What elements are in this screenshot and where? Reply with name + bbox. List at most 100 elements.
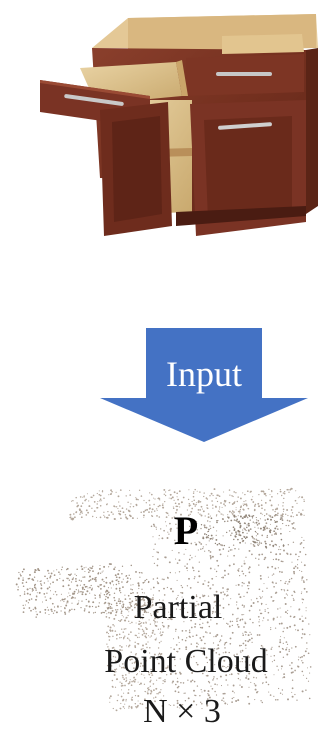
point [175, 644, 178, 646]
point [209, 538, 212, 540]
point [148, 673, 151, 676]
point [241, 565, 243, 567]
point [126, 580, 129, 583]
point [265, 681, 268, 683]
point [115, 609, 117, 611]
point [274, 527, 277, 530]
point [156, 621, 158, 623]
point [197, 603, 200, 606]
point [194, 576, 196, 578]
point [71, 602, 73, 604]
point [197, 581, 199, 584]
point [226, 588, 229, 591]
point [211, 577, 214, 580]
point [33, 571, 36, 574]
point [202, 635, 205, 638]
point [226, 531, 228, 534]
point [176, 680, 179, 683]
point [101, 500, 103, 502]
point [17, 588, 19, 591]
point [214, 683, 216, 686]
point [94, 577, 96, 579]
point [161, 608, 164, 611]
point [147, 687, 149, 690]
point [143, 599, 145, 601]
point [118, 501, 120, 503]
point [200, 527, 202, 530]
point [114, 599, 116, 602]
point [251, 517, 254, 519]
point [163, 493, 165, 495]
point [180, 535, 182, 537]
point [271, 534, 273, 536]
point [174, 539, 176, 541]
point [98, 493, 101, 496]
open-drawer-handle [64, 94, 124, 106]
point [114, 668, 116, 671]
point [243, 500, 245, 503]
point [304, 617, 307, 619]
point [171, 682, 173, 684]
point [287, 698, 289, 701]
point [301, 615, 303, 617]
point [224, 665, 226, 668]
point [233, 519, 236, 521]
point [182, 607, 185, 610]
point [244, 621, 246, 623]
point [176, 597, 178, 598]
point [125, 679, 128, 681]
point [159, 499, 161, 501]
point [164, 500, 166, 503]
point [134, 646, 137, 649]
point [207, 694, 210, 697]
point [135, 706, 137, 708]
point [97, 572, 100, 575]
point [55, 611, 58, 614]
point [292, 527, 295, 529]
point [209, 495, 211, 497]
point [239, 522, 241, 525]
point [213, 488, 216, 491]
point [276, 616, 278, 618]
point [44, 608, 47, 611]
point [309, 634, 311, 636]
point [187, 498, 190, 501]
point [218, 657, 220, 659]
point [248, 571, 251, 574]
point [59, 577, 61, 579]
point [187, 708, 190, 710]
point [291, 687, 294, 690]
point [145, 611, 148, 614]
point [244, 542, 246, 544]
point [142, 598, 144, 600]
point [264, 525, 267, 528]
point [128, 574, 130, 576]
point [201, 708, 203, 710]
point [63, 601, 65, 603]
point [229, 637, 232, 640]
point [134, 634, 136, 636]
point [153, 613, 155, 615]
point [58, 571, 60, 574]
point [186, 611, 189, 614]
point [270, 648, 273, 650]
point [32, 608, 34, 611]
point [156, 551, 158, 553]
point [256, 660, 258, 662]
point [196, 663, 199, 666]
point [98, 567, 101, 570]
point [273, 695, 275, 697]
point [75, 575, 77, 577]
point [168, 704, 170, 706]
point [157, 582, 160, 585]
point [84, 608, 86, 610]
point [75, 511, 78, 513]
point [208, 614, 210, 616]
point [179, 608, 181, 611]
point [271, 565, 274, 568]
point [128, 611, 130, 613]
point [267, 607, 269, 610]
point [195, 595, 198, 598]
point [193, 680, 196, 683]
point [109, 626, 112, 629]
